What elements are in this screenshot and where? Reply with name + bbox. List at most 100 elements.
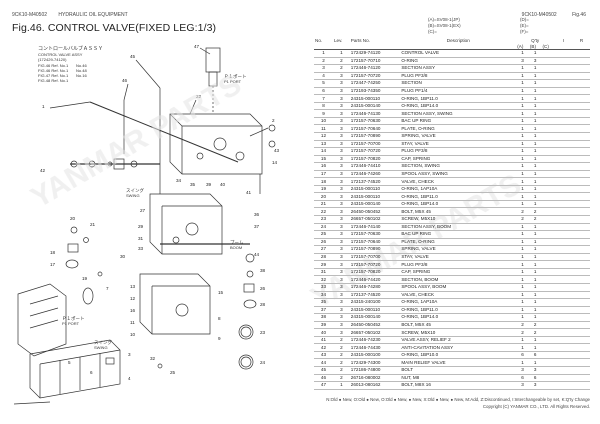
cell-qty-a: 1: [516, 140, 529, 149]
cell-qty-b: 1: [528, 238, 542, 247]
valve-section-lower: [139, 273, 211, 335]
cell-description: O-RING, 1BP11.0: [400, 192, 517, 201]
cell-qty-a: 1: [516, 109, 529, 118]
cell-qty-b: 2: [528, 215, 542, 224]
cell-qty-c: [541, 72, 555, 81]
cell-qty-b: 1: [528, 200, 542, 209]
callout-31: 31: [138, 236, 144, 241]
cell-description: SPRING, VALVE: [400, 132, 517, 141]
cell-qty-c: [541, 177, 555, 186]
ref-line-1: FIG.46 Ref. No.1: [38, 63, 69, 68]
cell-no: 18: [314, 177, 333, 186]
cell-level: 2: [332, 358, 350, 367]
cell-description: O-RING, 1BP14.0: [400, 313, 517, 322]
cell-part-number: 172137-74520: [349, 177, 401, 186]
cell-level: 2: [332, 343, 350, 352]
cell-qty-c: [541, 102, 555, 111]
option-e: (E)=: [520, 23, 529, 28]
cell-level: 3: [332, 132, 350, 141]
cell-level: 3: [332, 185, 350, 194]
cell-i: [554, 260, 574, 269]
o-ring-part: [268, 124, 276, 132]
cell-qty-c: [541, 223, 555, 232]
cell-i: [554, 328, 574, 337]
cell-qty-b: 1: [528, 170, 542, 179]
cell-qty-b: 1: [528, 230, 542, 239]
cell-no: 5: [314, 79, 333, 88]
cell-i: [554, 207, 574, 217]
callout-6: 6: [90, 370, 93, 375]
callout-35: 35: [190, 182, 196, 187]
cell-i: [554, 336, 574, 345]
cell-r: [573, 260, 590, 269]
cell-no: 34: [314, 291, 333, 300]
cell-description: O-RING, 1AP10A: [400, 185, 517, 194]
cell-description: CAP, SPRING: [400, 268, 517, 277]
cell-qty-b: 6: [528, 374, 542, 383]
cell-qty-a: 6: [516, 351, 529, 360]
cell-level: 3: [332, 230, 350, 239]
cell-no: 9: [314, 109, 333, 118]
fig-ref: Fig.46: [572, 12, 586, 18]
relief-valve-stem: [208, 71, 218, 87]
cell-r: [573, 275, 590, 284]
relief-valve-top: [205, 47, 221, 73]
callout-24: 24: [260, 360, 266, 365]
swing-label-en: SWING: [126, 193, 140, 198]
port-label-p1-top-en: P1 PORT: [224, 79, 242, 84]
cell-level: 2: [332, 374, 350, 383]
cell-qty-a: 1: [516, 230, 529, 239]
cell-i: [554, 275, 574, 284]
callout-14: 14: [272, 160, 278, 165]
cell-qty-a: 1: [516, 117, 529, 126]
cell-part-number: 24315-000110: [349, 192, 401, 201]
cell-qty-c: [541, 253, 555, 262]
cell-qty-c: [541, 374, 555, 383]
cell-no: 19: [314, 185, 333, 194]
cell-r: [573, 366, 590, 375]
cell-no: 15: [314, 155, 333, 164]
cell-i: [554, 185, 574, 194]
cell-qty-b: 1: [528, 72, 542, 81]
cell-level: 3: [332, 223, 350, 232]
cell-level: 2: [332, 57, 350, 66]
cell-r: [573, 215, 590, 224]
assy-title-en: CONTROL VALVE ASSY: [38, 52, 83, 57]
cell-r: [573, 162, 590, 171]
cell-level: 3: [332, 79, 350, 88]
cell-qty-a: 1: [516, 343, 529, 352]
cell-no: 25: [314, 230, 333, 239]
cell-no: 38: [314, 313, 333, 322]
callout-1: 1: [42, 104, 45, 109]
cell-no: 29: [314, 260, 333, 269]
cell-no: 31: [314, 268, 333, 277]
cell-qty-a: 1: [516, 192, 529, 201]
cell-qty-a: 1: [516, 147, 529, 156]
cell-qty-c: [541, 275, 555, 284]
cell-qty-b: 1: [528, 64, 542, 73]
cell-r: [573, 72, 590, 81]
cell-qty-b: 1: [528, 147, 542, 156]
col-header-parts-no: Parts No.: [350, 37, 370, 43]
cell-qty-b: 1: [528, 192, 542, 201]
cell-qty-a: 1: [516, 87, 529, 96]
cell-part-number: 172157-70700: [349, 253, 401, 262]
cell-description: SCREW, M5X10: [400, 215, 517, 224]
cell-level: 3: [332, 291, 350, 300]
cell-qty-c: [541, 381, 555, 390]
cell-i: [554, 192, 574, 201]
cell-qty-c: [541, 215, 555, 224]
cell-qty-a: 1: [516, 170, 529, 179]
cell-qty-b: 1: [528, 358, 542, 367]
cell-qty-b: 1: [528, 253, 542, 262]
cell-qty-b: 1: [528, 245, 542, 254]
cell-level: 3: [332, 313, 350, 322]
cell-qty-b: 1: [528, 291, 542, 300]
